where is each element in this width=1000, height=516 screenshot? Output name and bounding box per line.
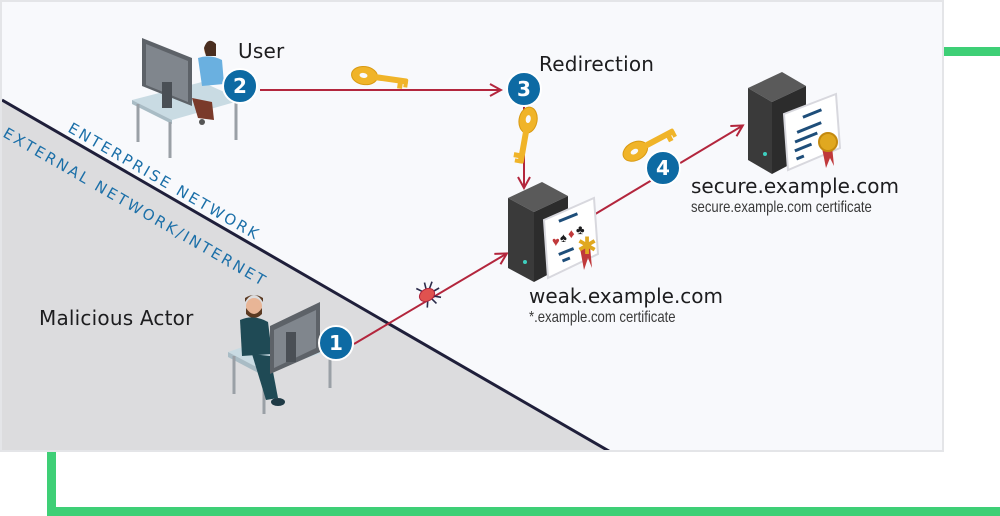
secure-certificate-icon [782,92,842,172]
malicious-actor-label: Malicious Actor [39,306,194,330]
svg-text:♥: ♥ [552,234,560,249]
user-workstation-icon [132,38,242,158]
user-label: User [238,39,285,63]
key-icon [351,65,409,89]
svg-text:4: 4 [656,156,670,180]
step-badge-1: 1 [318,325,354,361]
step-badge-3: 3 [506,71,542,107]
weak-certificate-label: *.example.com certificate [529,309,676,326]
svg-text:2: 2 [233,74,247,98]
svg-text:♠: ♠ [560,230,567,245]
svg-text:♦: ♦ [568,226,575,241]
diagram-panel: ♥ ♠ ♦ ♣ ✱ 2 [0,0,944,452]
secure-host-label: secure.example.com [691,174,899,198]
weak-host-label: weak.example.com [529,284,724,308]
step-badge-4: 4 [645,150,681,186]
bug-icon [415,281,442,308]
step-badge-2: 2 [222,68,258,104]
attacker-workstation-icon [228,295,336,414]
svg-text:3: 3 [517,77,531,101]
redirection-label: Redirection [539,52,655,76]
key-icon [513,106,538,164]
weak-certificate-icon: ♥ ♠ ♦ ♣ ✱ [542,196,600,280]
network-boundary-line [2,98,611,450]
key-icon [622,128,677,162]
svg-text:♣: ♣ [576,222,585,237]
svg-text:✱: ✱ [577,233,597,260]
svg-text:1: 1 [329,331,343,355]
diagram-canvas: ♥ ♠ ♦ ♣ ✱ 2 [2,38,842,450]
secure-certificate-label: secure.example.com certificate [691,199,872,216]
